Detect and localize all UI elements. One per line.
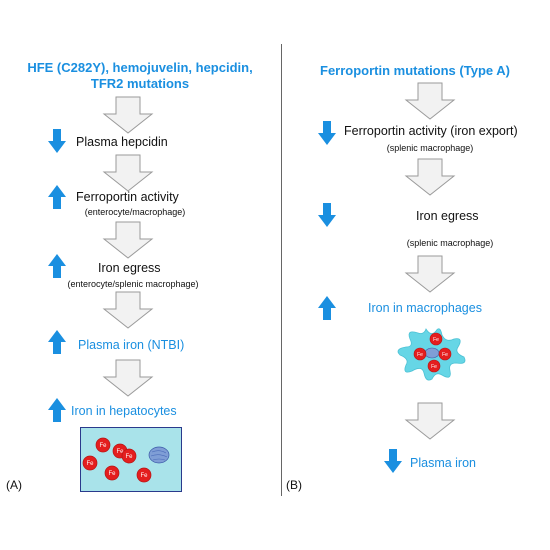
- panel-a-title-line1: HFE (C282Y), hemojuvelin, hepcidin,: [27, 60, 253, 75]
- flow-arrow-icon: [404, 255, 456, 293]
- decrease-arrow-icon: [318, 203, 336, 227]
- increase-arrow-icon: [318, 296, 336, 320]
- fe-label: Fe: [431, 364, 437, 370]
- decrease-arrow-icon: [48, 129, 66, 153]
- flow-arrow-icon: [102, 96, 154, 134]
- flow-arrow-icon: [102, 221, 154, 259]
- step-ferroportin-activity-export: Ferroportin activity (iron export): [344, 124, 518, 138]
- hepatocyte-iron-icon: Fe Fe Fe Fe Fe Fe: [82, 437, 170, 483]
- fe-label: Fe: [140, 473, 148, 479]
- fe-label: Fe: [116, 449, 124, 455]
- fe-label: Fe: [417, 352, 423, 358]
- step-ferroportin-export-sub: (splenic macrophage): [386, 143, 474, 153]
- step-iron-egress: Iron egress: [416, 209, 479, 223]
- fe-label: Fe: [108, 471, 116, 477]
- panel-a-title: HFE (C282Y), hemojuvelin, hepcidin, TFR2…: [0, 60, 280, 92]
- panel-a-title-line2: TFR2 mutations: [90, 76, 190, 91]
- flow-arrow-icon: [404, 402, 456, 440]
- fe-label: Fe: [125, 454, 133, 460]
- increase-arrow-icon: [48, 185, 66, 209]
- macrophage-illustration: Fe Fe Fe Fe: [397, 328, 466, 381]
- flow-arrow-icon: [102, 154, 154, 192]
- step-iron-egress-sub: (splenic macrophage): [406, 238, 494, 248]
- hepatocyte-illustration: Fe Fe Fe Fe Fe Fe: [80, 427, 182, 492]
- flow-arrow-icon: [404, 82, 456, 120]
- flow-arrow-icon: [102, 291, 154, 329]
- panel-a-label: (A): [6, 478, 22, 492]
- step-plasma-iron: Plasma iron: [410, 456, 476, 470]
- increase-arrow-icon: [48, 330, 66, 354]
- fe-label: Fe: [86, 461, 94, 467]
- step-plasma-iron: Plasma iron (NTBI): [78, 338, 185, 352]
- increase-arrow-icon: [48, 254, 66, 278]
- step-iron-in-hepatocytes: Iron in hepatocytes: [71, 404, 177, 418]
- fe-label: Fe: [433, 337, 439, 343]
- panel-a: HFE (C282Y), hemojuvelin, hepcidin, TFR2…: [0, 60, 280, 492]
- fe-label: Fe: [99, 443, 107, 449]
- step-ferroportin-activity: Ferroportin activity: [76, 190, 179, 204]
- panel-b: Ferroportin mutations (Type A) Ferroport…: [280, 0, 550, 550]
- decrease-arrow-icon: [318, 121, 336, 145]
- panel-divider: [281, 44, 282, 496]
- step-iron-egress-sub: (enterocyte/splenic macrophage): [67, 279, 199, 289]
- panel-b-title: Ferroportin mutations (Type A): [320, 63, 510, 78]
- flow-arrow-icon: [404, 158, 456, 196]
- fe-label: Fe: [442, 352, 448, 358]
- step-ferroportin-sub: (enterocyte/macrophage): [84, 207, 186, 217]
- flow-arrow-icon: [102, 359, 154, 397]
- step-iron-in-macrophages: Iron in macrophages: [368, 301, 482, 315]
- nucleus-icon: [424, 347, 440, 359]
- decrease-arrow-icon: [384, 449, 402, 473]
- step-plasma-hepcidin: Plasma hepcidin: [76, 135, 168, 149]
- panel-b-label: (B): [286, 478, 302, 492]
- step-iron-egress: Iron egress: [98, 261, 161, 275]
- increase-arrow-icon: [48, 398, 66, 422]
